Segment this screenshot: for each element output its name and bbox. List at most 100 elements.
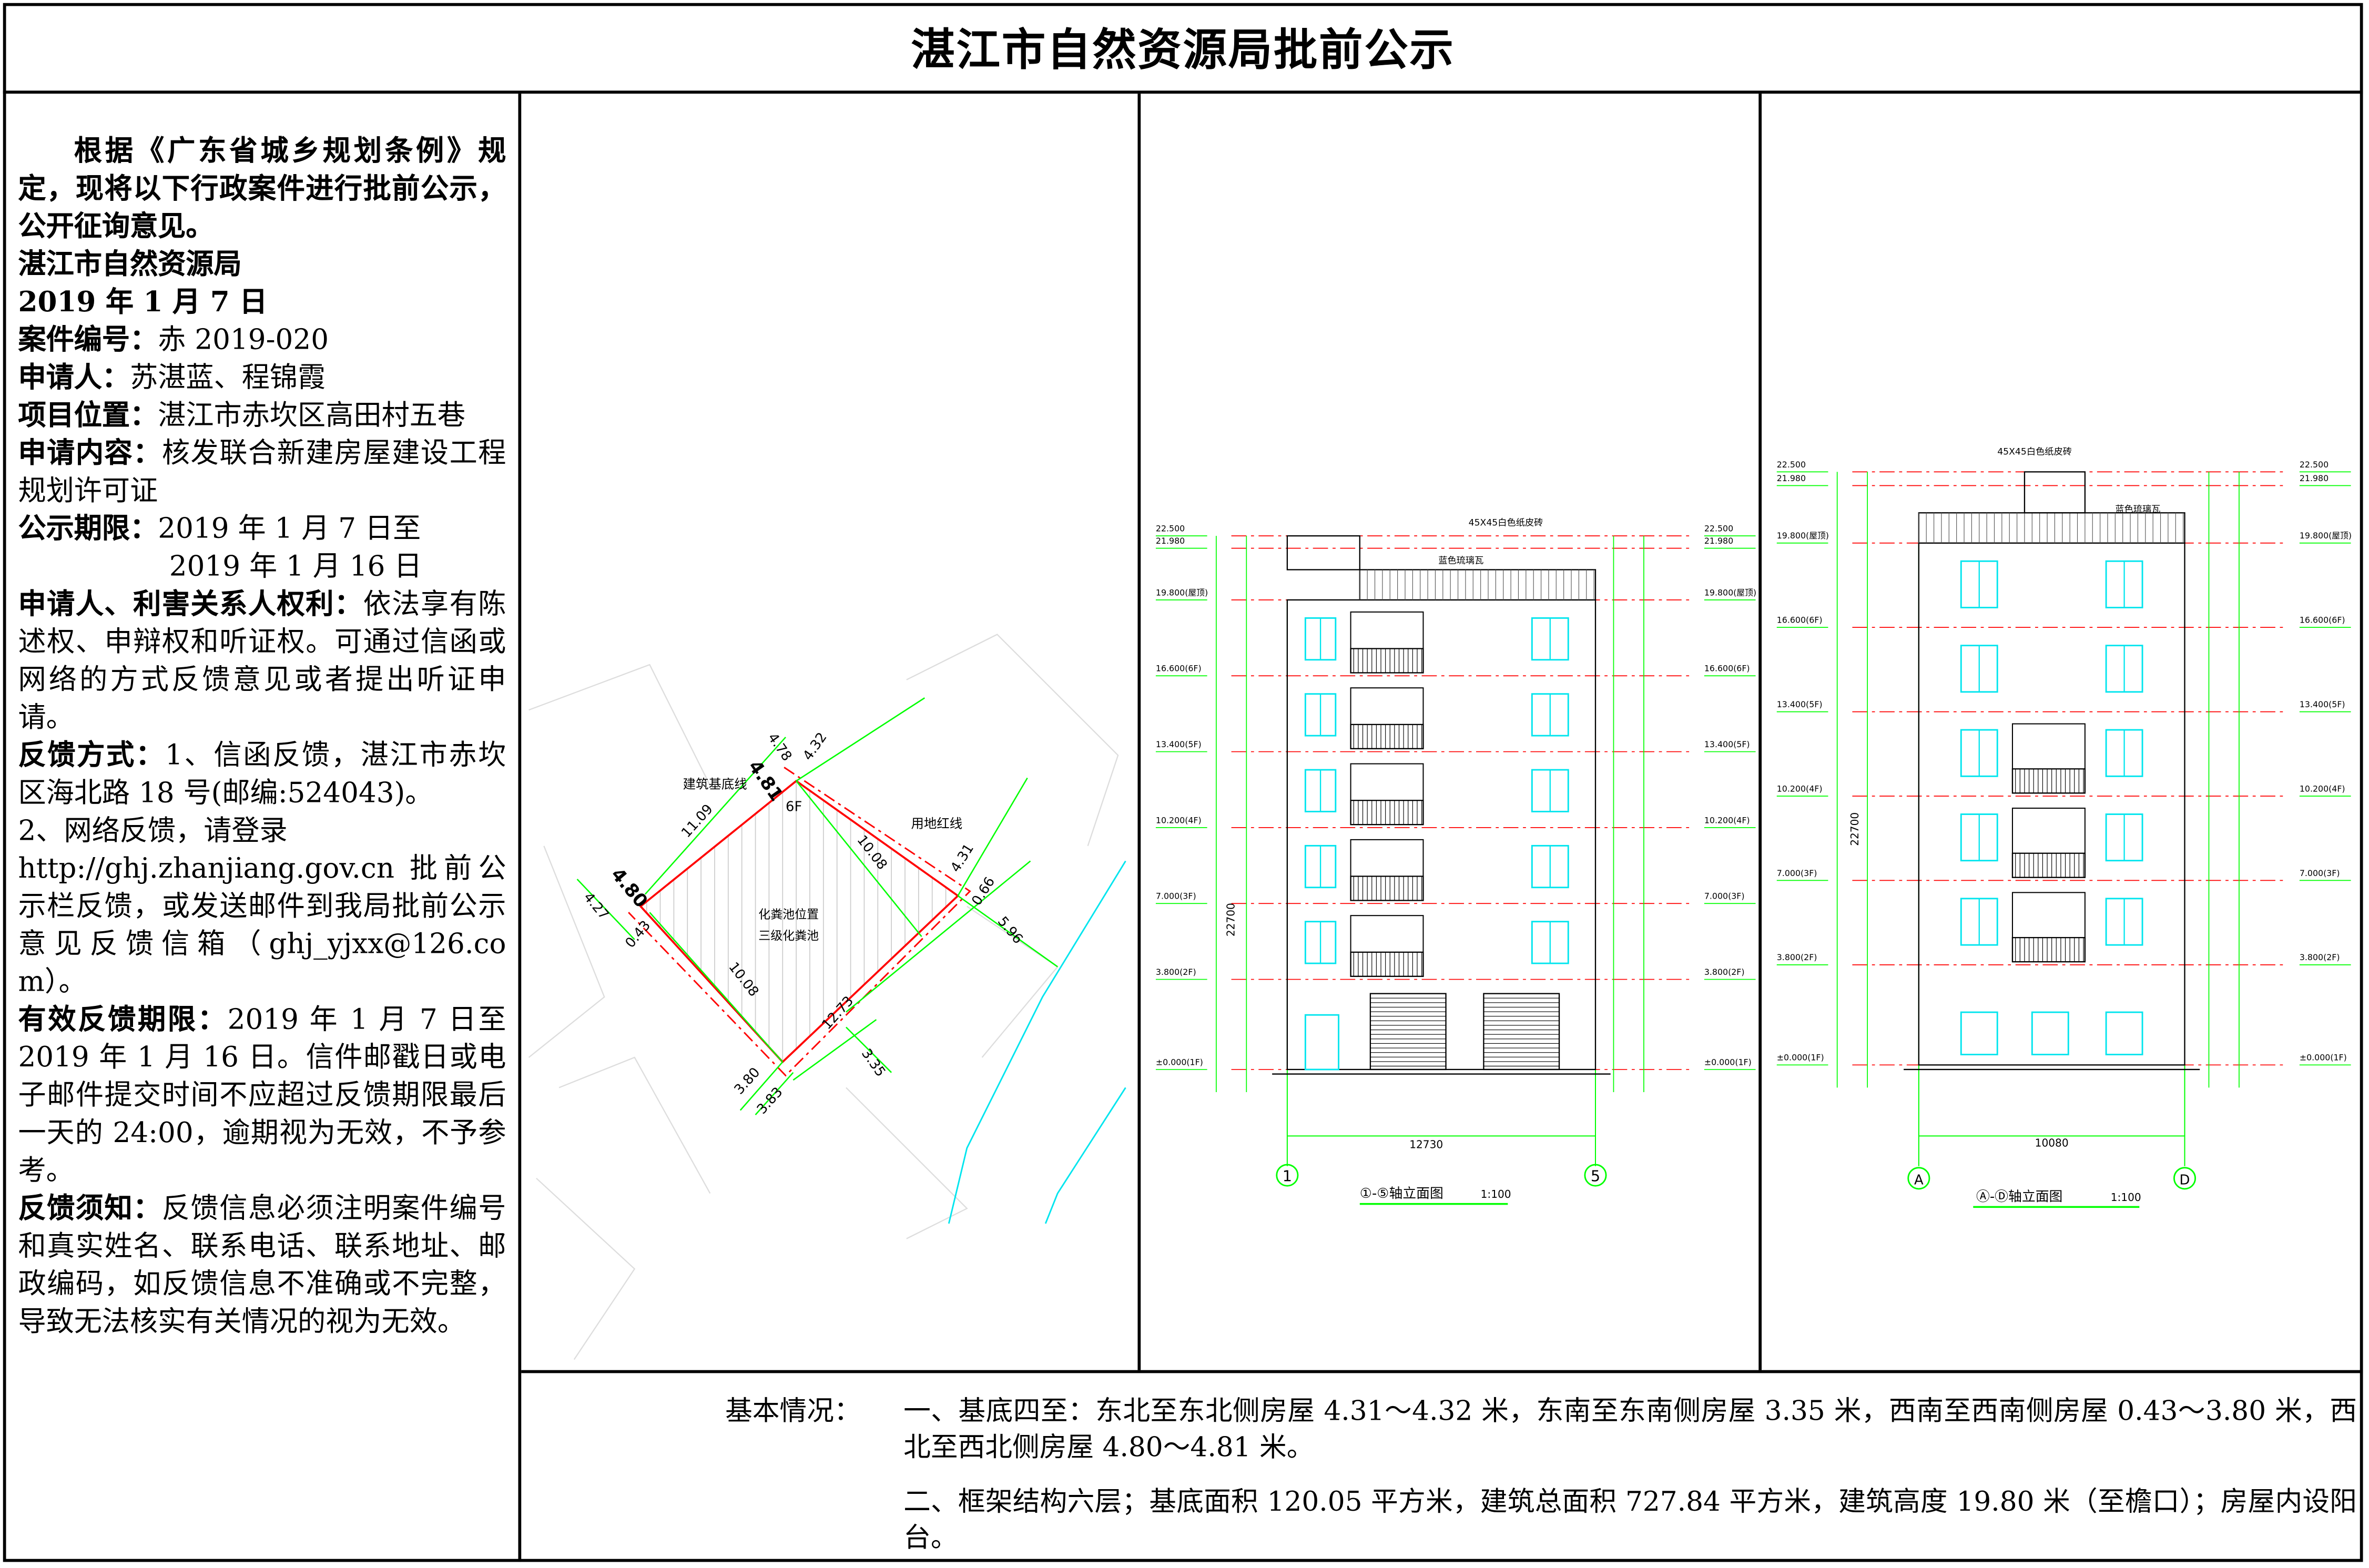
project-location: 项目位置：湛江市赤坎区高田村五巷: [18, 398, 506, 435]
balcony-railing: [2011, 768, 2086, 794]
level-label-left: 10.200(4F): [1156, 815, 1202, 825]
applicant-label: 申请人：: [18, 362, 130, 394]
level-label-right: 7.000(3F): [2300, 868, 2340, 878]
dim-3-35: 3.35: [858, 1046, 889, 1080]
stair-tower: [2024, 471, 2086, 514]
feedback-label: 反馈方式：: [18, 740, 165, 772]
window: [2031, 1011, 2069, 1055]
valid-period: 有效反馈期限：2019 年 1 月 7 日至 2019 年 1 月 16 日。信…: [18, 1002, 506, 1190]
roof-tile: [1918, 512, 2185, 544]
feedback-web[interactable]: http://ghj.zhanjiang.gov.cn 批前公示栏反馈，或发送邮…: [18, 853, 506, 999]
width-dim: 12730: [1409, 1138, 1443, 1150]
applicant-value: 苏湛蓝、程锦霞: [130, 362, 326, 394]
window: [1960, 1011, 1998, 1055]
feedback-method: 反馈方式：1、信函反馈，湛江市赤坎区海北路 18 号(邮编:524043)。: [18, 737, 506, 813]
level-label-left: 16.600(6F): [1777, 615, 1823, 625]
dim-4-78: 4.78: [765, 730, 795, 764]
issuer-org: 湛江市自然资源局: [18, 249, 242, 281]
tile-note: 45X45白色纸皮砖: [1997, 447, 2072, 457]
level-label-right: ±0.000(1F): [2300, 1053, 2347, 1063]
level-label-left: 13.400(5F): [1156, 739, 1202, 749]
rolling-shutter: [1369, 993, 1447, 1071]
level-label-left: ±0.000(1F): [1777, 1053, 1824, 1063]
axis-5-label: 5: [1591, 1167, 1600, 1185]
level-label-left: 19.800(屋顶): [1156, 587, 1208, 597]
level-label-left: 3.800(2F): [1777, 952, 1817, 962]
balcony-railing: [2011, 852, 2086, 878]
location-value: 湛江市赤坎区高田村五巷: [158, 400, 466, 432]
level-label-left: ±0.000(1F): [1156, 1057, 1203, 1067]
level-label-left: 21.980: [1777, 473, 1806, 483]
elevation-scale: 1:100: [2111, 1191, 2141, 1204]
total-height-dim: 22700: [1848, 812, 1861, 846]
building-outline: [1918, 542, 2185, 1066]
total-height-dim: 22700: [1224, 903, 1237, 936]
notice-text-column: 根据《广东省城乡规划条例》规定，现将以下行政案件进行批前公示，公开征询意见。 湛…: [3, 94, 522, 1562]
issue-date: 2019 年 1 月 7 日: [18, 287, 268, 319]
content-label: 申请内容：: [18, 438, 162, 470]
dim-3-80: 3.80: [731, 1065, 764, 1098]
balcony-railing: [1350, 800, 1424, 826]
dim-4-80: 4.80: [607, 864, 652, 912]
level-label-right: 3.800(2F): [1704, 967, 1745, 977]
roof-note: 蓝色琉璃瓦: [1438, 556, 1483, 566]
surrounding-buildings: [528, 634, 1119, 1360]
roof-tile: [1359, 569, 1597, 601]
level-label-left: 16.600(6F): [1156, 664, 1202, 674]
rights-value: 依法享有陈述权、申辩权和听证权。可通过信函或网络的方式反馈意见或者提出听证申请。: [18, 589, 506, 735]
width-dim: 10080: [2035, 1136, 2069, 1149]
level-label-right: 16.600(6F): [2300, 615, 2345, 625]
basic-info-item-1: 一、基底四至：东北至东北侧房屋 4.31～4.32 米，东南至东南侧房屋 3.3…: [903, 1396, 2357, 1464]
level-label-right: 19.800(屋顶): [2300, 531, 2352, 541]
dimension-lines: [576, 697, 1058, 1115]
balcony-railing: [2011, 936, 2086, 963]
level-label-right: 13.400(5F): [2300, 699, 2345, 709]
septic-type-label: 三级化粪池: [758, 929, 819, 943]
feedback-mail: 1、信函反馈，湛江市赤坎区海北路 18 号(邮编:524043)。: [18, 740, 506, 810]
notice-period: 公示期限：2019 年 1 月 7 日至: [18, 511, 506, 548]
red-line-label: 用地红线: [911, 816, 962, 831]
balcony-railing: [1350, 951, 1424, 977]
stair-tower: [1286, 535, 1360, 571]
level-label-right: 21.980: [1704, 536, 1733, 546]
content-value: 核发联合新建房屋建设工程规划许可证: [18, 438, 506, 508]
elevation-scale: 1:100: [1481, 1188, 1511, 1200]
level-label-left: 10.200(4F): [1777, 783, 1823, 793]
level-label-right: 19.800(屋顶): [1704, 587, 1756, 597]
level-label-left: 21.980: [1156, 536, 1185, 546]
axis-d-bubble: [2173, 1167, 2197, 1190]
level-label-right: 10.200(4F): [1704, 815, 1750, 825]
dim-10-08-bottom: 10.08: [725, 959, 761, 1000]
basic-info-section: 基本情况： 一、基底四至：东北至东北侧房屋 4.31～4.32 米，东南至东南侧…: [521, 1370, 2363, 1562]
level-label-right: 21.980: [2300, 473, 2329, 483]
feedback-web-intro: 2、网络反馈，请登录: [18, 816, 288, 848]
level-label-left: 22.500: [1777, 460, 1806, 470]
level-label-left: 13.400(5F): [1777, 699, 1823, 709]
dim-12-73: 12.73: [819, 993, 857, 1033]
rolling-shutter: [1483, 993, 1560, 1071]
dim-4-32: 4.32: [800, 730, 830, 763]
entry-door: [1304, 1014, 1340, 1071]
period-label: 公示期限：: [18, 513, 158, 546]
building-outline: [1286, 599, 1597, 1071]
valid-period-label: 有效反馈期限：: [18, 1004, 228, 1036]
septic-position-label: 化粪池位置: [758, 908, 819, 922]
axis-5-bubble: [1584, 1164, 1607, 1187]
intro-text: 根据《广东省城乡规划条例》规定，现将以下行政案件进行批前公示，公开征询意见。: [18, 136, 506, 243]
roof-note: 蓝色琉璃瓦: [2115, 504, 2160, 515]
rights-label: 申请人、利害关系人权利：: [18, 589, 363, 621]
elevation-title: Ⓐ-Ⓓ轴立面图: [1976, 1189, 2062, 1205]
outer-frame: [3, 3, 2363, 1562]
axis-a-label: A: [1914, 1172, 1924, 1188]
axis-d-label: D: [2180, 1172, 2190, 1188]
level-label-right: ±0.000(1F): [1704, 1057, 1752, 1067]
elevation-title: ①-⑤轴立面图: [1360, 1186, 1443, 1202]
dim-4-27: 4.27: [581, 890, 612, 923]
axis-1-label: 1: [1283, 1167, 1292, 1185]
base-line-label: 建筑基底线: [683, 777, 747, 792]
